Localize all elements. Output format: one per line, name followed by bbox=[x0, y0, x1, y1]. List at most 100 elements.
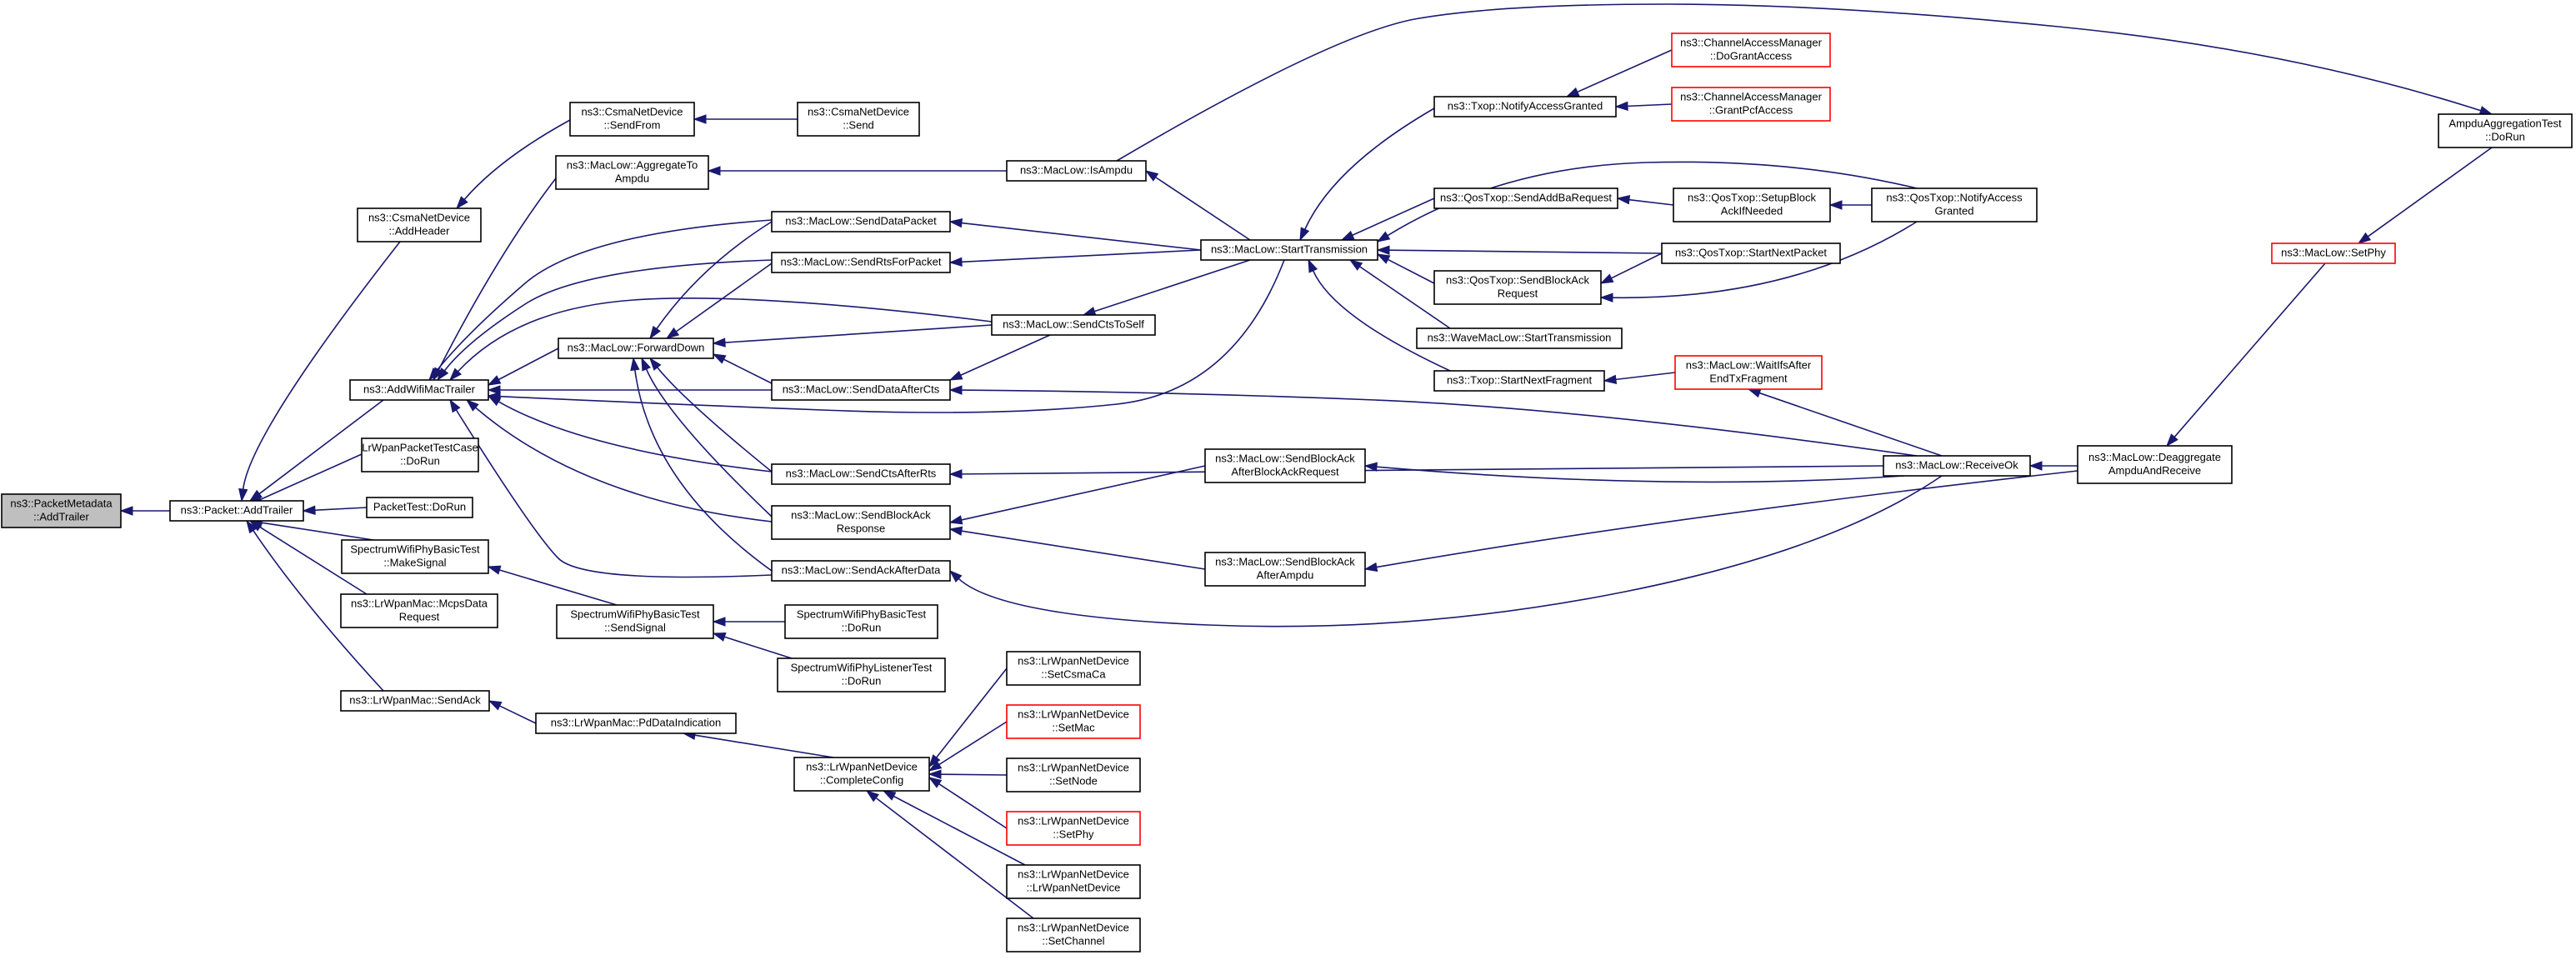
node-lrwpansendack[interactable]: ns3::LrWpanMac::SendAck bbox=[340, 690, 490, 712]
node-box[interactable] bbox=[991, 314, 1156, 336]
node-completeconfig[interactable]: ns3::LrWpanNetDevice::CompleteConfig bbox=[793, 757, 930, 792]
node-receiveok[interactable]: ns3::MacLow::ReceiveOk bbox=[1883, 455, 2031, 477]
node-setchannel[interactable]: ns3::LrWpanNetDevice::SetChannel bbox=[1006, 918, 1141, 952]
node-box[interactable] bbox=[1883, 455, 2031, 477]
node-box[interactable] bbox=[1416, 328, 1623, 349]
node-box[interactable] bbox=[1204, 448, 1366, 483]
node-box[interactable] bbox=[797, 102, 920, 137]
node-qosstartnextpacket[interactable]: ns3::QosTxop::StartNextPacket bbox=[1661, 242, 1841, 264]
node-box[interactable] bbox=[569, 102, 695, 137]
node-box[interactable] bbox=[341, 539, 489, 574]
node-starttransmission[interactable]: ns3::MacLow::StartTransmission bbox=[1200, 239, 1378, 261]
node-box[interactable] bbox=[1006, 918, 1141, 952]
node-setphymaclow[interactable]: ns3::MacLow::SetPhy bbox=[2271, 242, 2396, 264]
node-addwifimactrailer[interactable]: ns3::AddWifiMacTrailer bbox=[349, 379, 489, 401]
node-startnextfragment[interactable]: ns3::Txop::StartNextFragment bbox=[1433, 370, 1605, 392]
node-box[interactable] bbox=[555, 155, 709, 190]
node-setmac[interactable]: ns3::LrWpanNetDevice::SetMac bbox=[1006, 704, 1141, 739]
node-box[interactable] bbox=[1006, 758, 1141, 792]
node-box[interactable] bbox=[771, 252, 951, 273]
node-box[interactable] bbox=[771, 379, 951, 401]
node-csmasendfrom[interactable]: ns3::CsmaNetDevice::SendFrom bbox=[569, 102, 695, 137]
node-sendaddbarequest[interactable]: ns3::QosTxop::SendAddBaRequest bbox=[1433, 188, 1618, 209]
node-box[interactable] bbox=[366, 497, 473, 518]
node-box[interactable] bbox=[1204, 552, 1366, 587]
node-box[interactable] bbox=[771, 505, 951, 540]
node-box[interactable] bbox=[1200, 239, 1378, 261]
node-box[interactable] bbox=[340, 593, 498, 628]
node-box[interactable] bbox=[1871, 188, 2038, 222]
node-box[interactable] bbox=[1661, 242, 1841, 264]
node-sendrtsforpacket[interactable]: ns3::MacLow::SendRtsForPacket bbox=[771, 252, 951, 273]
node-box[interactable] bbox=[169, 500, 304, 522]
node-sendackafterdata[interactable]: ns3::MacLow::SendAckAfterData bbox=[771, 560, 951, 582]
node-box[interactable] bbox=[1006, 160, 1147, 182]
node-spectrummakesignal[interactable]: SpectrumWifiPhyBasicTest::MakeSignal bbox=[341, 539, 489, 574]
node-grantpcfaccess[interactable]: ns3::ChannelAccessManager::GrantPcfAcces… bbox=[1671, 87, 1831, 122]
node-box[interactable] bbox=[535, 712, 737, 734]
node-box[interactable] bbox=[357, 208, 482, 242]
node-setnode[interactable]: ns3::LrWpanNetDevice::SetNode bbox=[1006, 758, 1141, 792]
node-setphylrwpan[interactable]: ns3::LrWpanNetDevice::SetPhy bbox=[1006, 811, 1141, 846]
node-csmaaddheader[interactable]: ns3::CsmaNetDevice::AddHeader bbox=[357, 208, 482, 242]
node-csmasend[interactable]: ns3::CsmaNetDevice::Send bbox=[797, 102, 920, 137]
node-qosnotifyaccessgranted[interactable]: ns3::QosTxop::NotifyAccessGranted bbox=[1871, 188, 2038, 222]
node-box[interactable] bbox=[1433, 370, 1605, 392]
node-wavestarttransmission[interactable]: ns3::WaveMacLow::StartTransmission bbox=[1416, 328, 1623, 349]
node-senddatapacket[interactable]: ns3::MacLow::SendDataPacket bbox=[771, 211, 951, 232]
node-root[interactable]: ns3::PacketMetadata::AddTrailer bbox=[1, 493, 122, 528]
node-box[interactable] bbox=[1006, 651, 1141, 686]
node-addtrailer[interactable]: ns3::Packet::AddTrailer bbox=[169, 500, 304, 522]
node-box[interactable] bbox=[1006, 811, 1141, 846]
node-box[interactable] bbox=[1674, 355, 1823, 390]
node-sendctstoself[interactable]: ns3::MacLow::SendCtsToSelf bbox=[991, 314, 1156, 336]
node-packettestdorun[interactable]: PacketTest::DoRun bbox=[366, 497, 473, 518]
node-box[interactable] bbox=[771, 211, 951, 232]
node-box[interactable] bbox=[1671, 87, 1831, 122]
node-dograntaccess[interactable]: ns3::ChannelAccessManager::DoGrantAccess bbox=[1671, 32, 1831, 68]
node-box[interactable] bbox=[361, 438, 479, 472]
node-spectrumbasicdorun[interactable]: SpectrumWifiPhyBasicTest::DoRun bbox=[784, 604, 938, 639]
node-sendctsafterrts[interactable]: ns3::MacLow::SendCtsAfterRts bbox=[771, 463, 951, 485]
node-box[interactable] bbox=[558, 338, 714, 359]
node-box[interactable] bbox=[1433, 270, 1602, 305]
node-box[interactable] bbox=[2271, 242, 2396, 264]
node-box[interactable] bbox=[1433, 188, 1618, 209]
node-box[interactable] bbox=[784, 604, 938, 639]
node-box[interactable] bbox=[2077, 445, 2233, 484]
node-box[interactable] bbox=[793, 757, 930, 792]
node-spectrumlistenerdorun[interactable]: SpectrumWifiPhyListenerTest::DoRun bbox=[777, 658, 946, 692]
node-box[interactable] bbox=[1671, 32, 1831, 68]
node-setcsmaca[interactable]: ns3::LrWpanNetDevice::SetCsmaCa bbox=[1006, 651, 1141, 686]
node-box[interactable] bbox=[771, 463, 951, 485]
node-box[interactable] bbox=[1433, 96, 1617, 118]
node-box[interactable] bbox=[1, 493, 122, 528]
node-box[interactable] bbox=[340, 690, 490, 712]
node-lrwpannetdevice[interactable]: ns3::LrWpanNetDevice::LrWpanNetDevice bbox=[1006, 864, 1141, 899]
node-sendblockackafterbar[interactable]: ns3::MacLow::SendBlockAckAfterBlockAckRe… bbox=[1204, 448, 1366, 483]
node-pddataindication[interactable]: ns3::LrWpanMac::PdDataIndication bbox=[535, 712, 737, 734]
node-isampdu[interactable]: ns3::MacLow::IsAmpdu bbox=[1006, 160, 1147, 182]
node-box[interactable] bbox=[777, 658, 946, 692]
node-box[interactable] bbox=[2438, 113, 2573, 148]
node-senddataafterctss[interactable]: ns3::MacLow::SendDataAfterCts bbox=[771, 379, 951, 401]
node-box[interactable] bbox=[1006, 704, 1141, 739]
node-spectrumsendsignal[interactable]: SpectrumWifiPhyBasicTest::SendSignal bbox=[556, 604, 714, 639]
node-box[interactable] bbox=[349, 379, 489, 401]
node-lrwpantestcase[interactable]: LrWpanPacketTestCase::DoRun bbox=[361, 438, 479, 472]
node-box[interactable] bbox=[1673, 188, 1831, 222]
node-box[interactable] bbox=[556, 604, 714, 639]
node-ampduaggregationtest[interactable]: AmpduAggregationTest::DoRun bbox=[2438, 113, 2573, 148]
node-forwarddown[interactable]: ns3::MacLow::ForwardDown bbox=[558, 338, 714, 359]
node-box[interactable] bbox=[771, 560, 951, 582]
node-notifyaccessgranted[interactable]: ns3::Txop::NotifyAccessGranted bbox=[1433, 96, 1617, 118]
node-box[interactable] bbox=[1006, 864, 1141, 899]
